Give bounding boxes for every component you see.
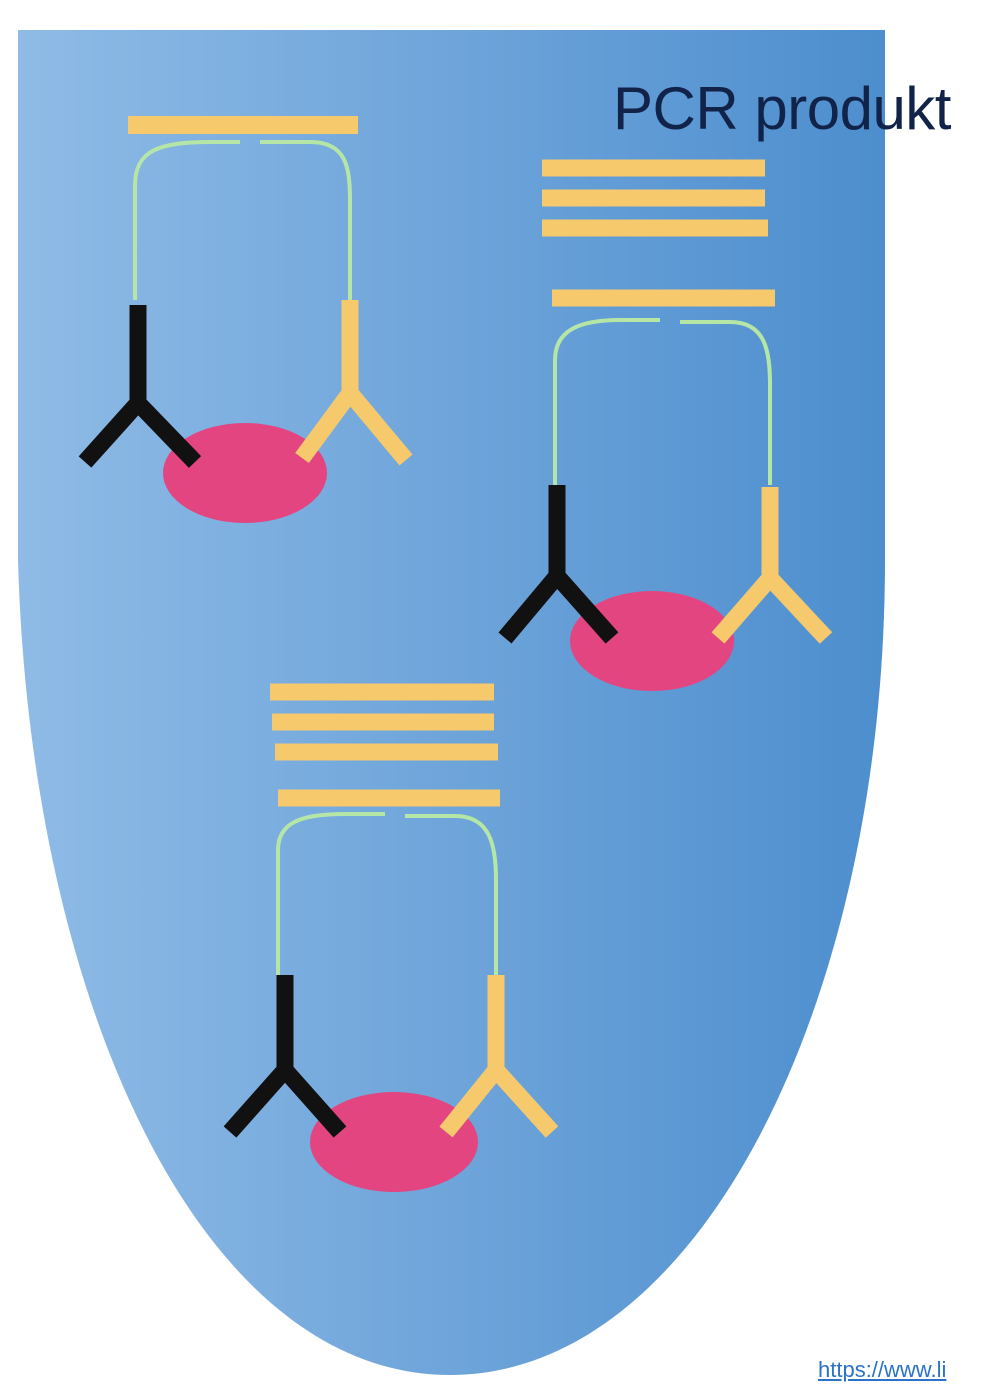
- source-link[interactable]: https://www.li: [818, 1357, 985, 1383]
- antigen: [163, 423, 327, 523]
- antigen: [310, 1092, 478, 1192]
- pcr-product-label: PCR produkt: [613, 74, 951, 143]
